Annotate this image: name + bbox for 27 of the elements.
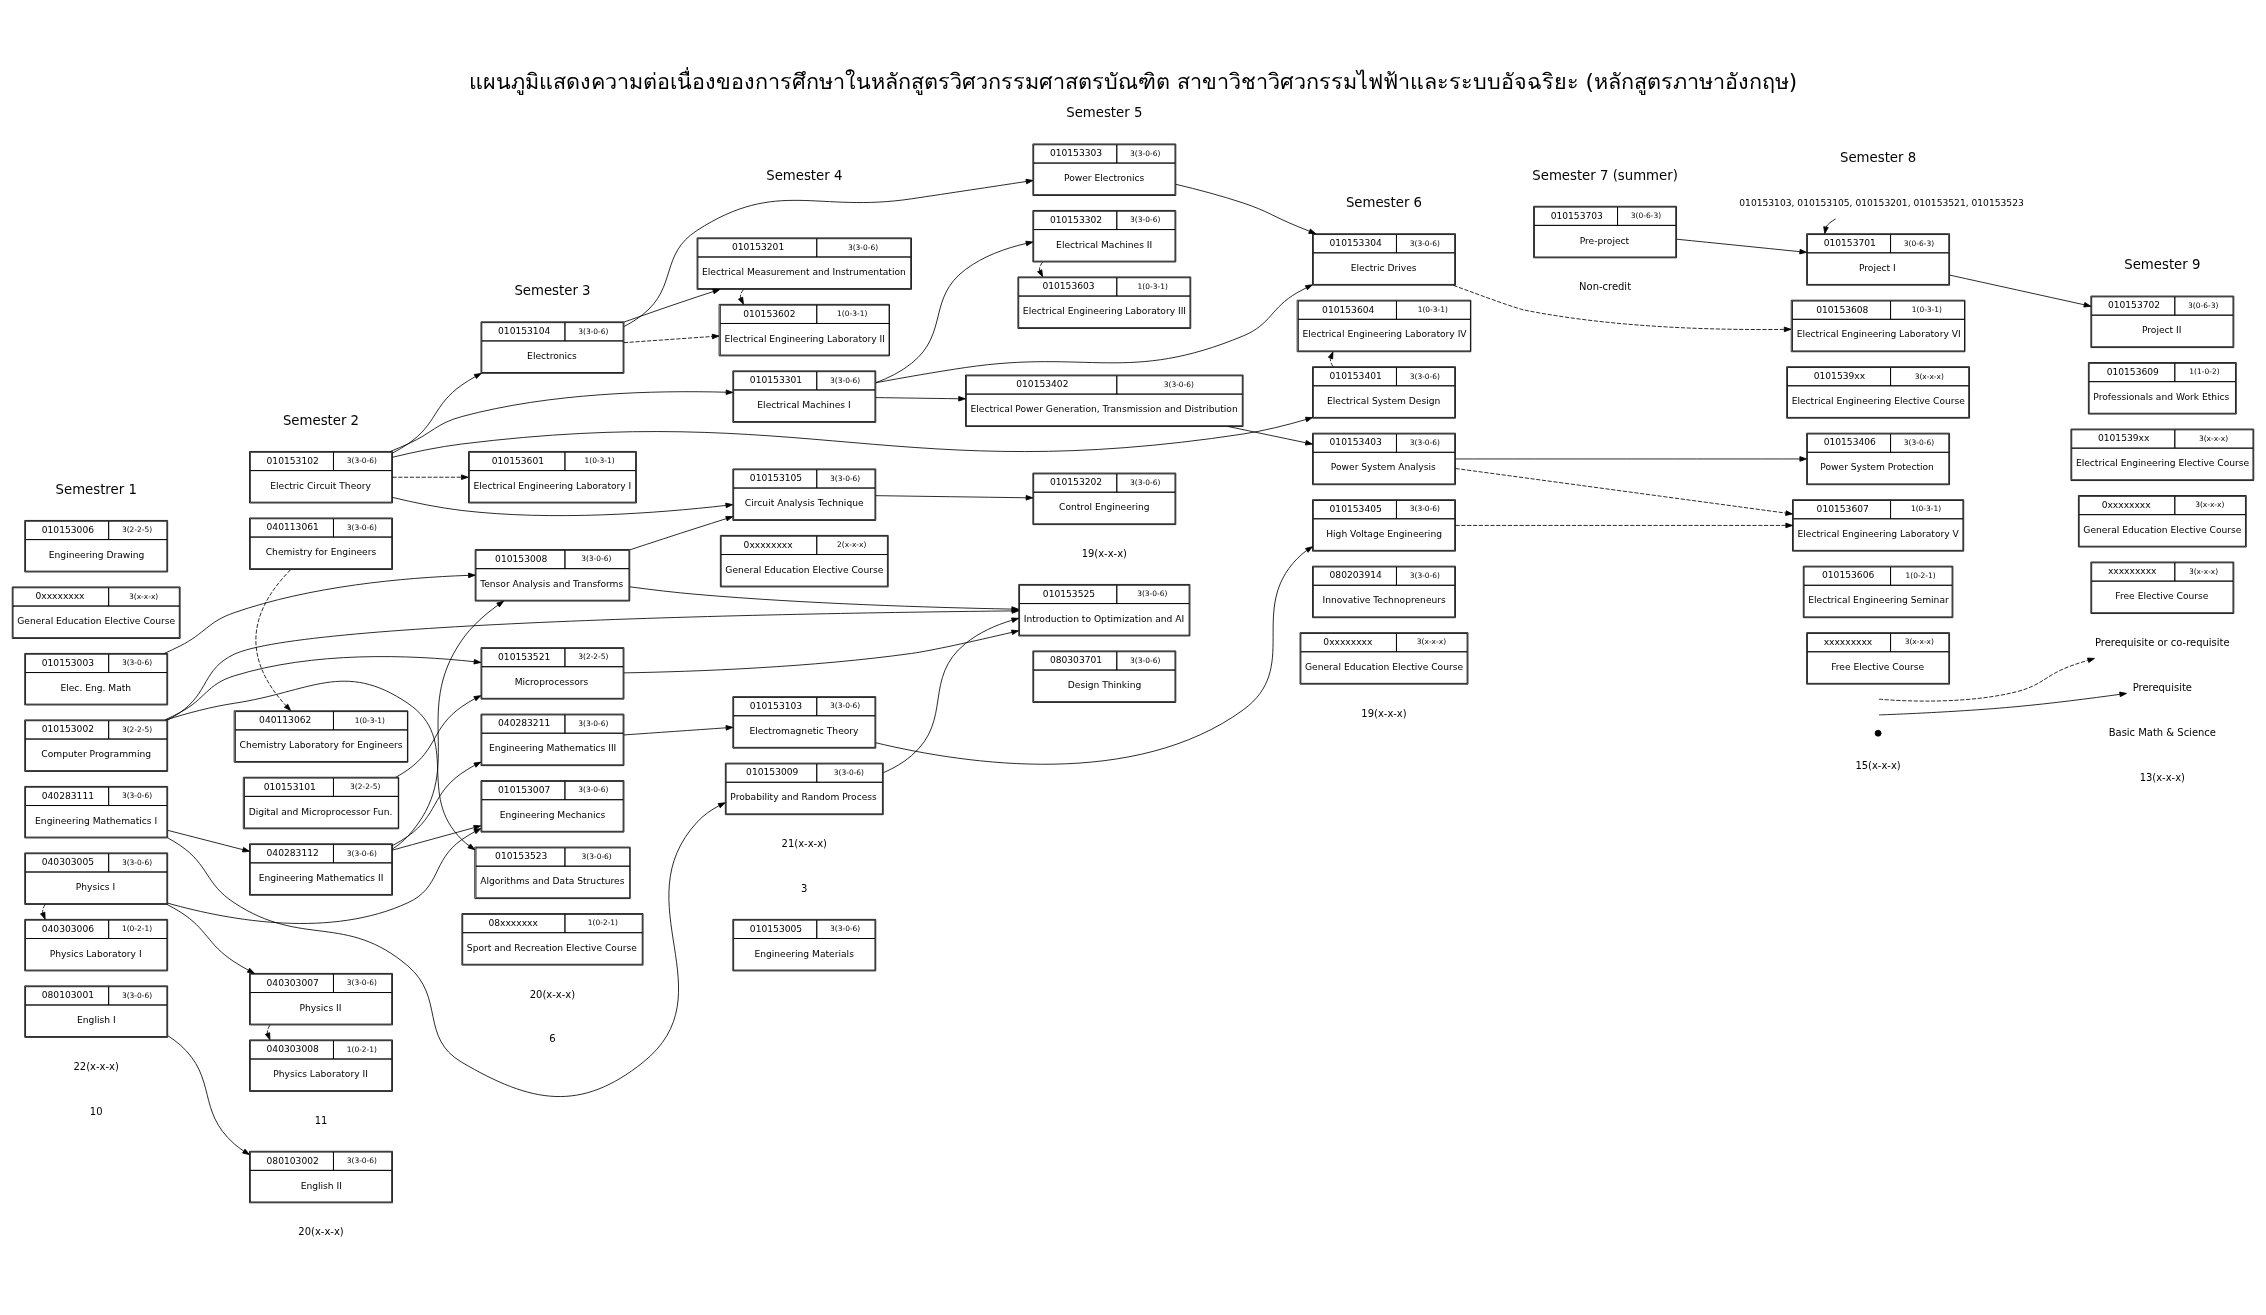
label: Semester 9 bbox=[2124, 256, 2201, 272]
label: 13(x-x-x) bbox=[2139, 771, 2186, 783]
label: 10 bbox=[89, 1105, 103, 1117]
label: 19(x-x-x) bbox=[1081, 547, 1128, 559]
label: 19(x-x-x) bbox=[1361, 707, 1407, 719]
label: 20(x-x-x) bbox=[298, 1225, 344, 1237]
label: Semester 3 bbox=[514, 282, 591, 298]
diagram-title: แผนภูมิแสดงความต่อเนื่องของการศึกษาในหลักสูตรวิศวกรรมศาสตรบัณฑิต สาขาวิชาวิศวกรรมไฟฟ้าและระบบอัจฉริยะ (หลักสูตรภาษาอังกฤษ) bbox=[468, 68, 1798, 94]
label: Semester 8 bbox=[1840, 149, 1917, 165]
label: Semester 7 (summer) bbox=[1532, 167, 1678, 183]
label: Semester 2 bbox=[282, 412, 360, 428]
label: Semester 5 bbox=[1066, 104, 1143, 120]
label: Semester 6 bbox=[1345, 194, 1423, 210]
legend-label: Basic Math & Science bbox=[2108, 726, 2216, 738]
legend-label: Prerequisite or co-requisite bbox=[2095, 636, 2230, 648]
label: 3 bbox=[801, 882, 808, 894]
label: 11 bbox=[314, 1114, 328, 1126]
label: Semester 4 bbox=[766, 167, 843, 183]
label: Semestrer 1 bbox=[55, 481, 137, 497]
node-text: 010153103, 010153105, 010153201, 010153521, 010153523 bbox=[1739, 197, 2024, 208]
label: 20(x-x-x) bbox=[529, 988, 576, 1000]
label: 15(x-x-x) bbox=[1855, 759, 1901, 771]
label: Non-credit bbox=[1579, 280, 1632, 292]
label: 22(x-x-x) bbox=[73, 1060, 119, 1072]
label: 21(x-x-x) bbox=[781, 837, 827, 849]
label: 6 bbox=[549, 1032, 556, 1044]
legend-label: Prerequisite bbox=[2132, 681, 2192, 693]
